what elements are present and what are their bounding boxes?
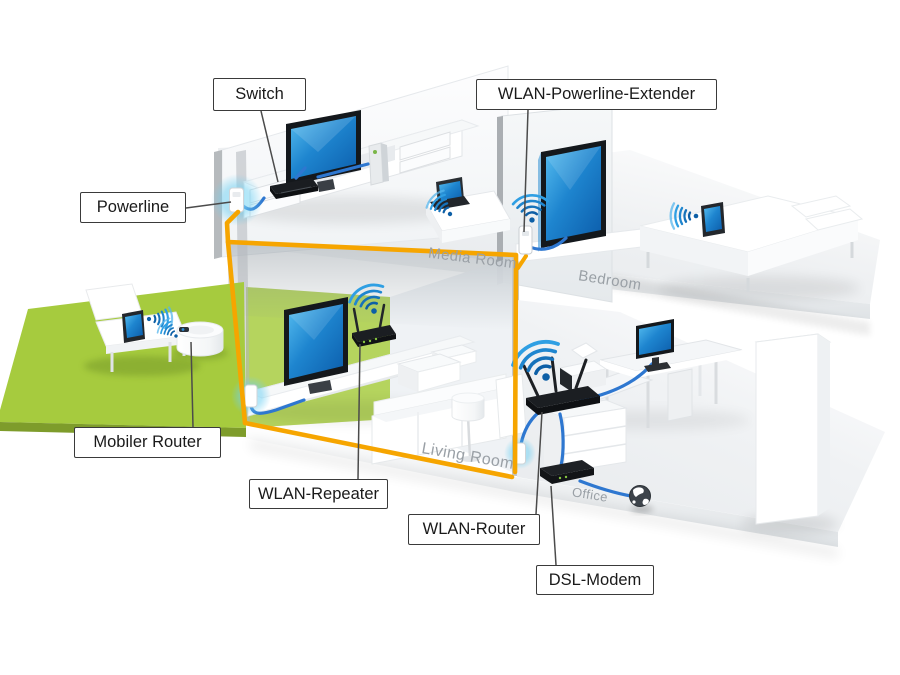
powerline-adapter-media <box>211 174 263 226</box>
wlan-router-device <box>522 356 600 415</box>
leader-wlan-repeater <box>357 343 361 480</box>
globe-internet-icon <box>629 485 653 512</box>
antenna <box>522 364 540 398</box>
wlan-powerline-extender-device <box>518 225 533 255</box>
callout-dsl-modem: DSL-Modem <box>536 565 654 595</box>
tv-screen <box>546 146 601 241</box>
callout-leader-lines <box>185 109 557 566</box>
wlan-repeater-device <box>352 303 396 347</box>
laptop-screen <box>439 181 462 202</box>
mobile-router-device <box>176 321 224 357</box>
cable-router-to-modem <box>558 412 565 468</box>
cupboard <box>742 333 838 533</box>
office-monitor <box>636 319 674 372</box>
cable-modem-to-internet <box>578 479 633 498</box>
callout-wlan-repeater: WLAN-Repeater <box>249 479 388 509</box>
network-switch <box>270 178 318 199</box>
coffee-tables <box>396 344 478 393</box>
bedroom-tv <box>538 140 606 252</box>
living-room-tv <box>284 297 348 394</box>
leader-switch <box>260 110 279 183</box>
monitor-screen <box>639 323 671 355</box>
callout-mobiler-router: Mobiler Router <box>74 427 221 458</box>
dsl-modem-device <box>540 460 594 484</box>
tablet-screen <box>125 314 143 338</box>
callout-powerline: Powerline <box>80 192 186 223</box>
media-room <box>211 110 511 243</box>
tv-screen <box>289 304 343 379</box>
leader-dsl-modem <box>550 485 557 566</box>
bed <box>639 195 864 300</box>
living-room <box>231 276 527 465</box>
pillow <box>804 208 864 231</box>
antenna <box>574 358 588 390</box>
pc-tower <box>667 368 693 422</box>
tv-screen <box>291 116 356 179</box>
paper-sheet <box>571 342 598 359</box>
laptop <box>430 177 470 210</box>
cable-switch-to-console <box>316 162 370 179</box>
leader-extender <box>523 109 529 233</box>
garden <box>85 283 224 372</box>
leader-mobiler-router <box>190 341 194 428</box>
callout-wlan-powerline-extender: WLAN-Powerline-Extender <box>476 79 717 110</box>
callout-wlan-router: WLAN-Router <box>408 514 540 545</box>
tablet-on-bed <box>701 202 725 237</box>
tablet-screen <box>704 206 722 232</box>
chair-shadow <box>84 356 200 376</box>
pillow <box>790 195 852 218</box>
office <box>504 319 838 533</box>
powerline-stub <box>516 254 528 270</box>
powerline-adapter-living <box>231 376 271 416</box>
antenna <box>352 307 360 333</box>
antenna <box>378 303 386 329</box>
cable-switch-to-tv <box>294 166 307 180</box>
leader-wlan-router <box>535 411 543 515</box>
leader-powerline <box>185 201 232 209</box>
floor-lamp <box>451 392 485 462</box>
antenna <box>550 356 558 393</box>
game-console <box>368 142 389 186</box>
tablet-on-chair <box>122 310 145 343</box>
powerline-cable <box>224 209 519 480</box>
callout-switch: Switch <box>213 78 306 111</box>
